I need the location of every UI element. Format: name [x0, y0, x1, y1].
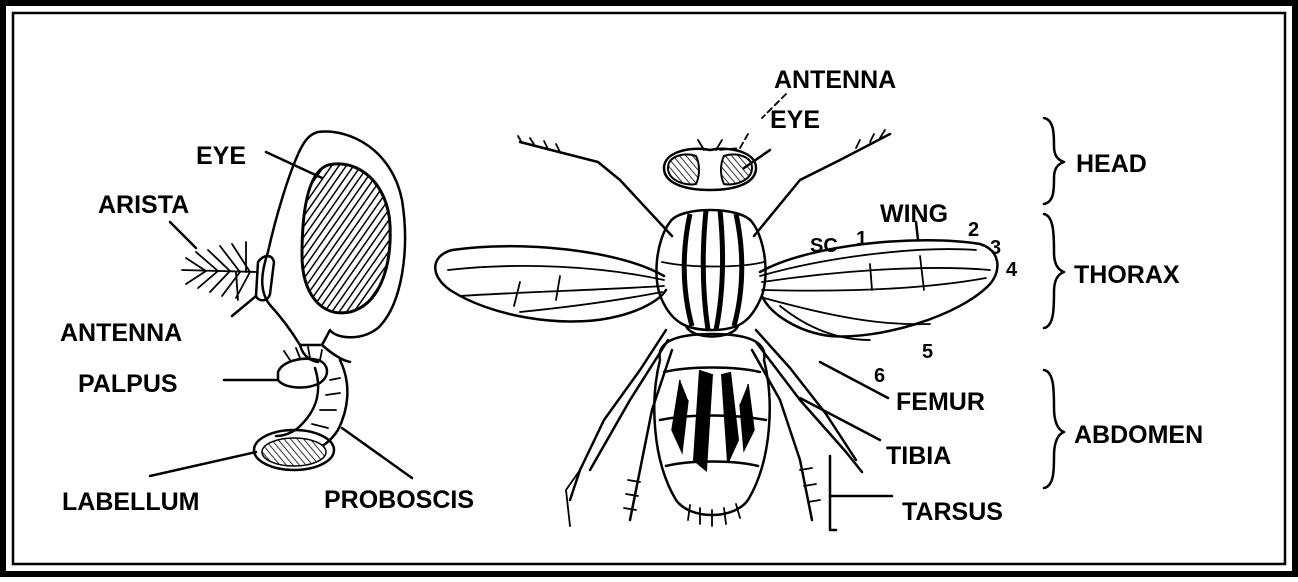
- label-head: HEAD: [1076, 150, 1147, 178]
- label-wing: WING: [880, 200, 948, 228]
- label-eye-side: EYE: [196, 142, 246, 170]
- brace-thorax: [1044, 214, 1064, 328]
- compound-eye: [302, 164, 390, 313]
- label-vein-1: 1: [856, 228, 867, 250]
- label-thorax: THORAX: [1074, 261, 1180, 289]
- leader-eye: [266, 152, 322, 178]
- head-side-view: EYE ARISTA ANTENNA PALPUS LABELLUM PROBO…: [60, 132, 474, 516]
- label-palpus: PALPUS: [78, 370, 178, 398]
- brace-head: [1044, 118, 1064, 204]
- label-vein-2: 2: [968, 219, 979, 241]
- label-tibia: TIBIA: [886, 442, 951, 470]
- label-vein-3: 3: [990, 237, 1001, 259]
- label-antenna-side: ANTENNA: [60, 319, 182, 347]
- label-vein-5: 5: [922, 341, 933, 363]
- brace-abdomen: [1044, 370, 1064, 488]
- fly-dorsal-view: ANTENNA EYE WING SC 1 2 3 4 5 6 FEMUR TI…: [435, 66, 1018, 530]
- label-abdomen: ABDOMEN: [1074, 421, 1203, 449]
- labellum-pad: [262, 438, 326, 466]
- left-eye: [668, 155, 699, 185]
- tarsus-bracket: [830, 456, 892, 530]
- arista-bristles: [182, 242, 258, 300]
- middle-right-leg: [756, 330, 856, 460]
- label-arista: ARISTA: [98, 191, 189, 219]
- proboscis: [276, 360, 347, 450]
- leader-labellum: [150, 452, 256, 476]
- label-tarsus: TARSUS: [902, 498, 1003, 526]
- label-vein-sc: SC: [810, 235, 838, 257]
- label-femur: FEMUR: [896, 388, 985, 416]
- palpus: [278, 359, 327, 388]
- front-right-leg: [754, 134, 890, 236]
- label-eye-dorsal: EYE: [770, 106, 820, 134]
- label-proboscis: PROBOSCIS: [324, 486, 474, 514]
- label-labellum: LABELLUM: [62, 488, 199, 516]
- abdomen-markings: [660, 368, 766, 527]
- label-vein-4: 4: [1006, 259, 1018, 281]
- front-left-leg: [520, 142, 672, 236]
- thorax: [656, 210, 765, 330]
- leader-arista: [170, 222, 196, 248]
- leader-proboscis: [342, 428, 412, 478]
- right-eye: [721, 155, 752, 185]
- label-antenna-dorsal: ANTENNA: [774, 66, 896, 94]
- leader-antenna: [232, 296, 256, 316]
- left-wing: [435, 246, 666, 321]
- body-region-braces: HEAD THORAX ABDOMEN: [1044, 118, 1203, 488]
- thorax-stripes: [662, 210, 764, 330]
- label-vein-6: 6: [874, 365, 885, 387]
